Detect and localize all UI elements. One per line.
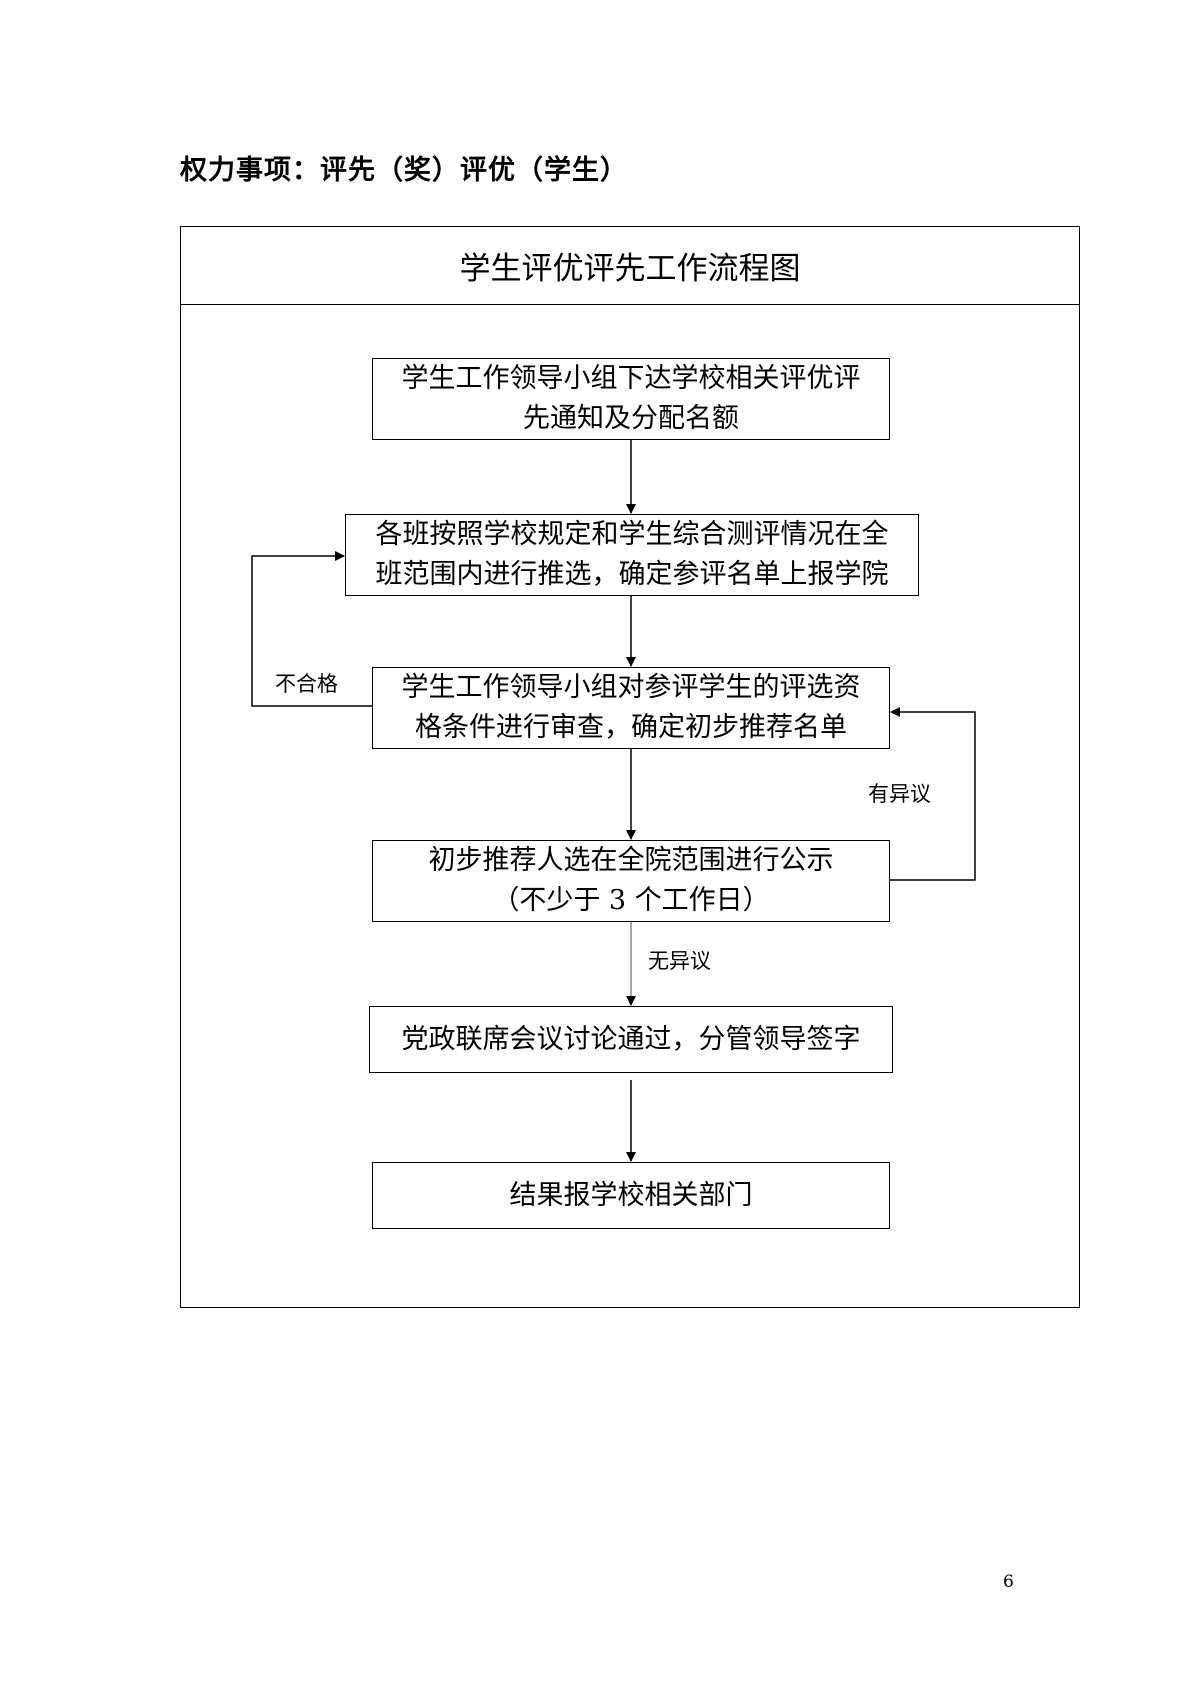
- page-number: 6: [1003, 1572, 1014, 1592]
- step-5-line-1: 党政联席会议讨论通过，分管领导签字: [401, 1023, 861, 1055]
- step-1-line-1: 学生工作领导小组下达学校相关评优评: [401, 363, 861, 394]
- step-2-line-2: 班范围内进行推选，确定参评名单上报学院: [375, 559, 889, 590]
- step-5-meeting-approval-box: 党政联席会议讨论通过，分管领导签字: [369, 1006, 893, 1073]
- step-2-line-1: 各班按照学校规定和学生综合测评情况在全: [375, 519, 889, 550]
- step-2-class-selection-box: 各班按照学校规定和学生综合测评情况在全 班范围内进行推选，确定参评名单上报学院: [345, 514, 919, 596]
- step-3-line-2: 格条件进行审查，确定初步推荐名单: [415, 712, 847, 743]
- step-3-review-box: 学生工作领导小组对参评学生的评选资 格条件进行审查，确定初步推荐名单: [372, 667, 890, 749]
- unqualified-label: 不合格: [275, 672, 338, 696]
- step-4-line-1: 初步推荐人选在全院范围进行公示: [428, 845, 834, 876]
- objection-label: 有异议: [868, 782, 931, 806]
- flowchart-title: 学生评优评先工作流程图: [181, 227, 1079, 305]
- page-heading: 权力事项：评先（奖）评优（学生）: [180, 155, 628, 186]
- step-6-line-1: 结果报学校相关部门: [509, 1179, 753, 1211]
- step-4-line-2: （不少于 3 个工作日）: [492, 885, 770, 916]
- step-4-publicity-box: 初步推荐人选在全院范围进行公示 （不少于 3 个工作日）: [372, 840, 890, 922]
- step-1-line-2: 先通知及分配名额: [523, 403, 739, 434]
- step-6-report-box: 结果报学校相关部门: [372, 1162, 890, 1229]
- flowchart-frame: 学生评优评先工作流程图: [180, 226, 1080, 1308]
- step-1-notice-box: 学生工作领导小组下达学校相关评优评 先通知及分配名额: [372, 358, 890, 440]
- no-objection-label: 无异议: [648, 949, 711, 973]
- step-3-line-1: 学生工作领导小组对参评学生的评选资: [401, 672, 861, 703]
